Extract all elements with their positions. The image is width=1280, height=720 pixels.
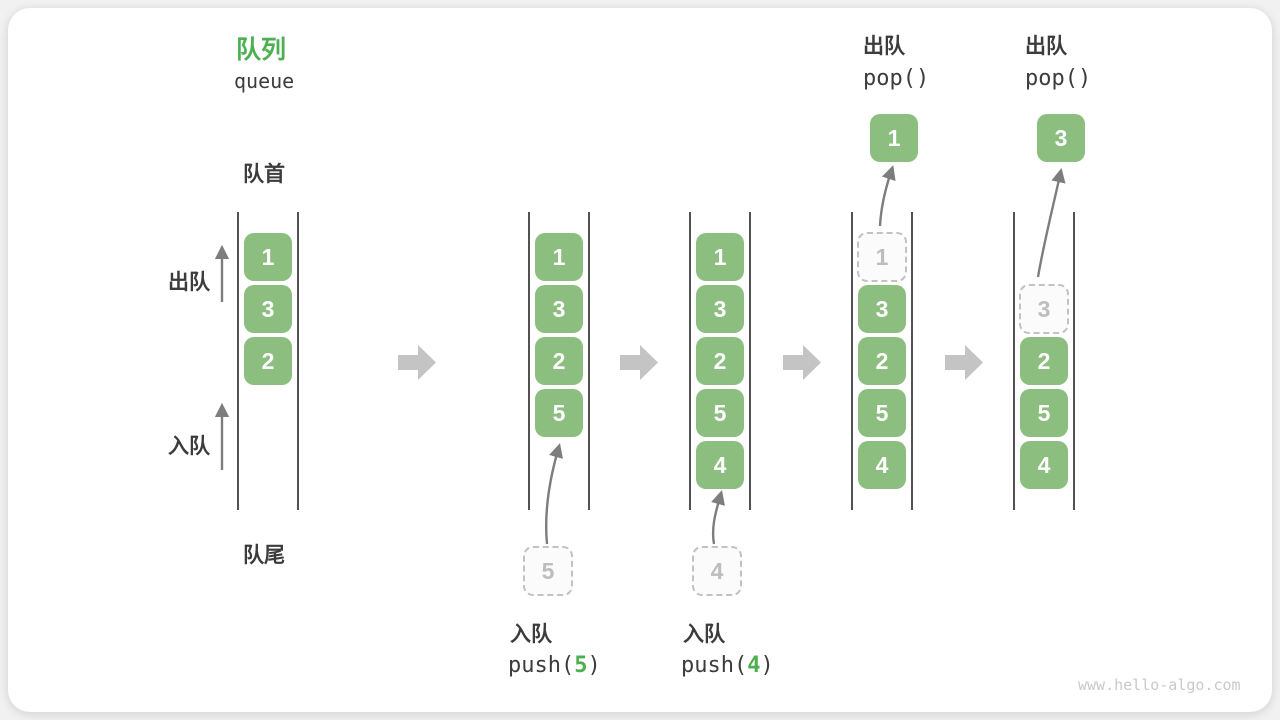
queue-front-label: 队首 <box>243 163 285 186</box>
queue-cell: 5 <box>696 389 744 437</box>
queue-wall-right <box>911 212 913 510</box>
queue-cell: 3 <box>858 285 906 333</box>
state-transition-arrow-3 <box>783 345 821 380</box>
push-op-code-suffix: ) <box>760 653 774 678</box>
push-op-code-arg: 4 <box>747 653 761 678</box>
pop-op-code: pop() <box>863 66 930 91</box>
state-transition-arrow-2 <box>620 345 658 380</box>
queue-cell: 5 <box>858 389 906 437</box>
popped-cell: 1 <box>870 114 918 162</box>
pending-cell: 4 <box>692 546 742 596</box>
queue-cell: 5 <box>1020 389 1068 437</box>
pending-cell: 5 <box>523 546 573 596</box>
queue-cell: 2 <box>535 337 583 385</box>
queue-cell: 1 <box>244 233 292 281</box>
queue-wall-right <box>749 212 751 510</box>
pop-op-label-zh: 出队 <box>1025 35 1067 58</box>
queue-cell: 3 <box>244 285 292 333</box>
dequeue-side-label: 出队 <box>168 271 210 294</box>
queue-cell-removed: 3 <box>1019 284 1069 334</box>
queue-wall-left <box>1013 212 1015 510</box>
push-op-code-suffix: ) <box>587 653 601 678</box>
push-op-code-prefix: push( <box>508 653 575 678</box>
push-op-label-zh: 入队 <box>510 623 552 646</box>
queue-wall-left <box>528 212 530 510</box>
queue-wall-left <box>689 212 691 510</box>
queue-cell: 2 <box>1020 337 1068 385</box>
queue-wall-right <box>297 212 299 510</box>
push-op-code-arg: 5 <box>574 653 588 678</box>
queue-cell: 1 <box>696 233 744 281</box>
state-transition-arrow-4 <box>945 345 983 380</box>
queue-cell-removed: 1 <box>857 232 907 282</box>
queue-wall-left <box>237 212 239 510</box>
queue-cell: 4 <box>696 441 744 489</box>
push-op-code: push(4) <box>681 653 774 678</box>
pop-op-label-zh: 出队 <box>863 35 905 58</box>
queue-cell: 3 <box>696 285 744 333</box>
queue-cell: 4 <box>1020 441 1068 489</box>
state-transition-arrow-1 <box>398 345 436 380</box>
queue-cell: 4 <box>858 441 906 489</box>
diagram-title-zh: 队列 <box>236 36 287 64</box>
queue-cell: 3 <box>535 285 583 333</box>
push-op-label-zh: 入队 <box>683 623 725 646</box>
queue-wall-right <box>588 212 590 510</box>
push-op-code: push(5) <box>508 653 601 678</box>
push-op-code-prefix: push( <box>681 653 748 678</box>
queue-wall-left <box>851 212 853 510</box>
queue-cell: 2 <box>858 337 906 385</box>
diagram-title-en: queue <box>234 69 295 93</box>
queue-rear-label: 队尾 <box>243 544 285 567</box>
pop-1-arrow <box>878 165 896 227</box>
pop-op-code: pop() <box>1025 66 1092 91</box>
queue-wall-right <box>1073 212 1075 510</box>
popped-cell: 3 <box>1037 114 1085 162</box>
push-4-arrow <box>711 490 725 545</box>
pop-3-arrow <box>1036 167 1066 278</box>
queue-cell: 2 <box>244 337 292 385</box>
queue-cell: 1 <box>535 233 583 281</box>
queue-cell: 2 <box>696 337 744 385</box>
queue-cell: 5 <box>535 389 583 437</box>
watermark: www.hello-algo.com <box>1078 676 1241 694</box>
push-5-arrow <box>545 443 563 545</box>
enqueue-side-label: 入队 <box>168 435 210 458</box>
